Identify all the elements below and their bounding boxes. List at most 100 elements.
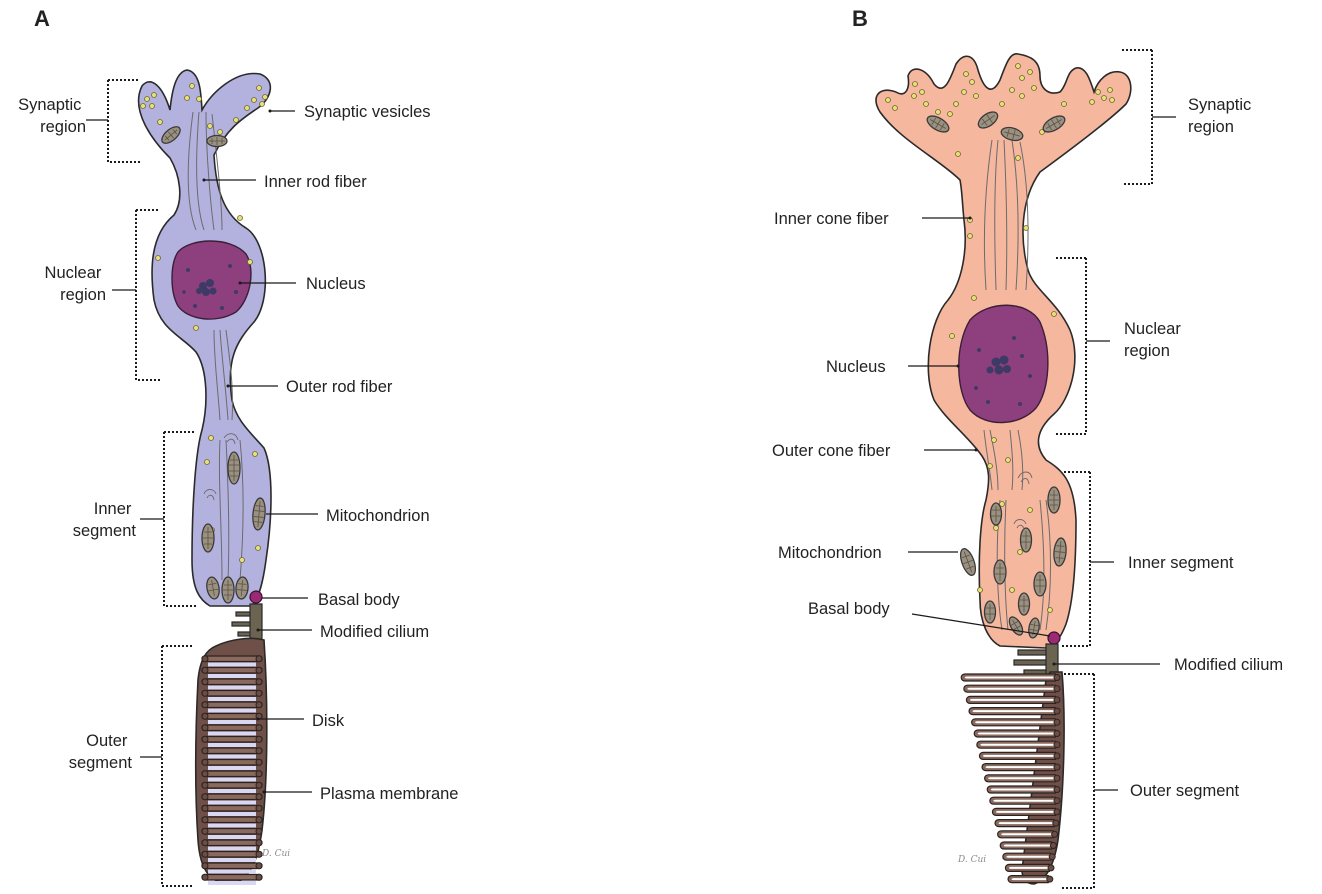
cone-disk-rim [1054,731,1060,737]
rod-disk [202,817,262,823]
cone-disk-lumen [991,789,1056,791]
rod-disk-rim [202,805,208,811]
panel-b: B [772,6,1283,888]
label-nuclear-region-b: Nuclear region [1124,320,1185,360]
panel-letter-b: B [852,6,868,31]
rod-disk-rim [202,679,208,685]
rod-disk [202,737,262,743]
rod-disk-gap [208,778,256,782]
rod-disk [202,725,262,731]
cone-disk-lumen [1006,856,1051,858]
rod-disk-rim [202,759,208,765]
cone-disk-lumen [1009,867,1050,869]
bracket-synaptic-region-a [108,80,140,162]
rod-disk-rim [256,759,262,765]
rod-disk-gap [208,686,256,690]
rod-disk-rim [202,667,208,673]
label-nucleus-a: Nucleus [306,275,366,293]
rod-disk-gap [208,847,256,851]
cone-disk-lumen [996,811,1056,813]
rod-disk-rim [256,679,262,685]
rod-disk-gap [208,743,256,747]
cone-disk-rim [1054,686,1060,692]
rod-disk-rim [256,828,262,834]
rod-disk-gap [208,824,256,828]
label-outer-rod-fiber: Outer rod fiber [286,378,393,396]
signature-b: D. Cui [957,855,986,865]
cone-disk-rim [1050,843,1056,849]
cone-disk-lumen [988,777,1056,779]
rod-disk-rim [202,874,208,880]
rod-disk-rim [202,782,208,788]
rod-disk-rim [256,725,262,731]
cone-disk-rim [1049,854,1055,860]
rod-disk-rim [256,771,262,777]
rod-disk [202,691,262,697]
cone-nucleus [959,305,1048,422]
rod-disk-rim [256,748,262,754]
bracket-inner-segment-a [164,432,196,606]
rod-disk-rim [256,817,262,823]
cone-disk-lumen [973,710,1056,712]
cone-disk-lumen [983,755,1056,757]
rod-disk-gap [208,812,256,816]
rod-disk [202,852,262,858]
cone-disk-lumen [1004,845,1053,847]
cone-disk-rim [1054,708,1060,714]
cone-disk-lumen [975,721,1056,723]
rod-disk-gap [208,835,256,839]
rod-disk [202,840,262,846]
rod-disk-rim [202,817,208,823]
rod-disk-gap [208,755,256,759]
label-disk: Disk [312,712,345,730]
rod-disk-gap [208,858,256,862]
rod-disk-gap [208,720,256,724]
label-inner-rod-fiber: Inner rod fiber [264,173,367,191]
rod-disk-rim [256,667,262,673]
rod-disk [202,760,262,766]
rod-disk-rim [256,805,262,811]
rod-disk [202,829,262,835]
label-modified-cilium-a: Modified cilium [320,623,429,641]
cone-cell: D. Cui [876,54,1131,884]
label-mitochondrion-a: Mitochondrion [326,507,430,525]
cone-disk-lumen [970,699,1056,701]
rod-disk [202,656,262,662]
cone-disk-rim [1048,865,1054,871]
label-nuclear-region-a: Nuclear region [45,264,106,304]
label-modified-cilium-b: Modified cilium [1174,656,1283,674]
cone-disk-rim [1054,787,1060,793]
cone-disk-rim [1052,831,1058,837]
rod-disk-rim [202,794,208,800]
rod-disk [202,679,262,685]
rod-disk-gap [208,870,256,874]
rod-disk-rim [202,713,208,719]
label-basal-body-a: Basal body [318,591,400,609]
rod-nucleus [172,241,251,319]
rod-disk-rim [256,874,262,880]
rod-disk-rim [256,794,262,800]
rod-disk-rim [202,725,208,731]
label-plasma-membrane: Plasma membrane [320,785,458,803]
bracket-outer-segment-a [162,646,194,886]
cone-basal-body [1048,632,1060,644]
rod-disk-gap [208,881,256,885]
rod-disk-rim [256,656,262,662]
bracket-outer-segment-b [1062,674,1094,888]
rod-disk-gap [208,766,256,770]
cone-disk-lumen [993,800,1056,802]
rod-disk-rim [256,840,262,846]
cone-disk-lumen [1001,833,1053,835]
rod-disk [202,668,262,674]
rod-disk [202,863,262,869]
cone-disk-lumen [980,744,1056,746]
rod-disk-gap [208,801,256,805]
rod-disk-rim [202,851,208,857]
label-outer-segment-b: Outer segment [1130,782,1240,800]
signature-a: D. Cui [261,849,290,859]
cone-disk-rim [1054,764,1060,770]
rod-disk-gap [208,697,256,701]
rod-disk [202,783,262,789]
label-synaptic-vesicles: Synaptic vesicles [304,103,431,121]
cone-disk-rim [1054,809,1060,815]
